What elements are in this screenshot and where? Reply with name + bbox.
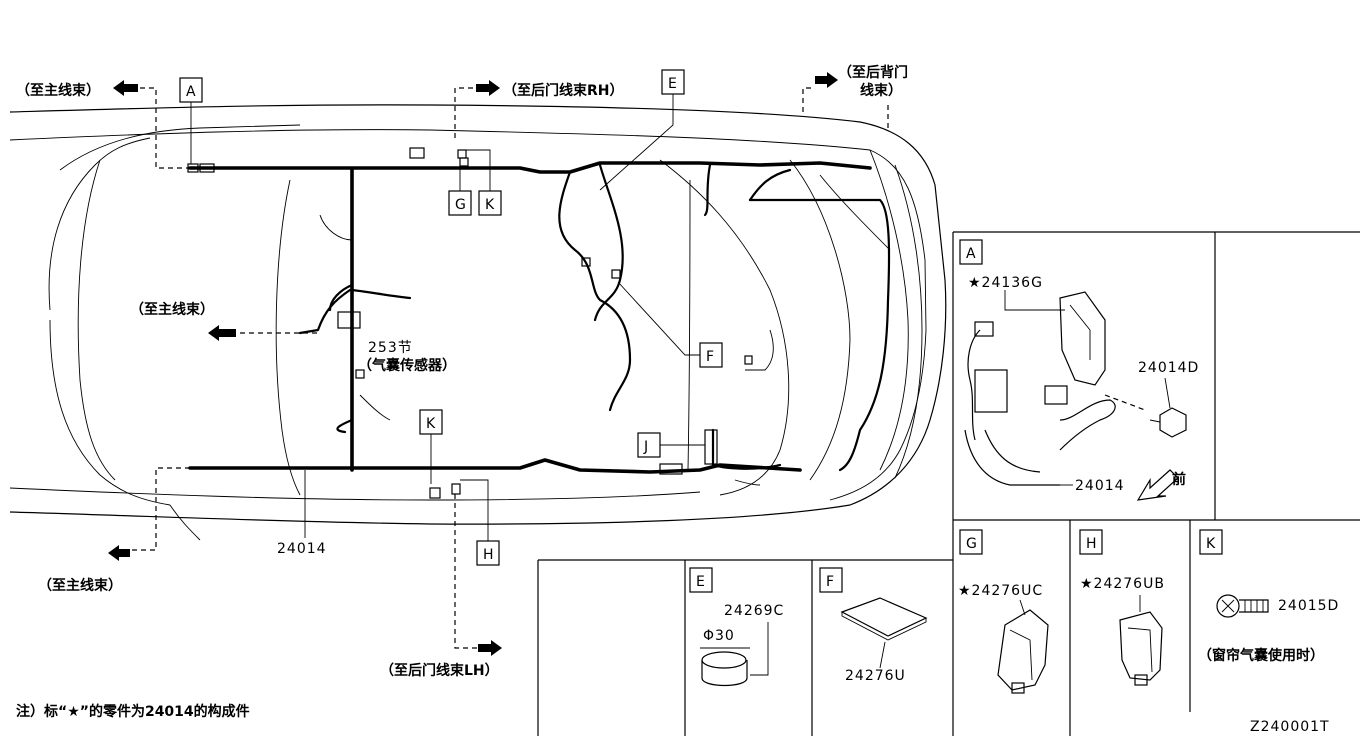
arrow-right-icon [478, 640, 502, 656]
detail-panels-bottom: E 24269C Φ30 F 24276U G ★24276UC H ★2427… [537, 520, 1339, 736]
label-sensor-connector: 253节 [368, 340, 413, 356]
part-number-main-harness: 24014 [277, 541, 327, 557]
detail-panel-a: A ★24136G 24014D 24014 前 [952, 231, 1360, 736]
label-curtain-airbag: （窗帘气囊使用时） [1198, 647, 1324, 664]
label-to-main-bottom: （至主线束） [38, 577, 122, 594]
label-to-back-door-2: 线束） [860, 82, 902, 99]
callout-j: J [643, 439, 648, 455]
detail-k-title: K [1206, 536, 1216, 552]
part-pad-f: 24276U [845, 668, 906, 684]
label-to-main-mid: （至主线束） [130, 301, 214, 318]
callout-k-top: K [485, 197, 495, 213]
diagram-code: Z240001T [1250, 719, 1330, 735]
label-to-rear-door-rh: （至后门线束RH） [503, 82, 624, 99]
part-bracket: ★24136G [968, 275, 1043, 291]
detail-e-title: E [696, 574, 705, 590]
label-airbag-sensor: （气囊传感器） [358, 357, 456, 374]
part-clip-e: 24269C [724, 603, 784, 619]
main-harness [187, 147, 891, 499]
part-bolt-k: 24015D [1278, 598, 1339, 614]
dashed-leaders [130, 87, 1146, 649]
detail-f-title: F [826, 574, 834, 590]
front-direction-arrow-icon [1136, 469, 1179, 501]
callout-a: A [186, 84, 196, 100]
detail-h-title: H [1086, 536, 1097, 552]
footnote: 注）标“★”的零件为24014的构成件 [16, 703, 250, 720]
callout-g: G [455, 197, 466, 213]
arrow-left-icon [113, 80, 138, 96]
detail-a-title: A [966, 246, 976, 262]
part-protector-g: ★24276UC [958, 583, 1043, 599]
bolt-icon [1216, 594, 1240, 618]
car-body-outline [9, 104, 947, 541]
part-bolt-a: 24014D [1138, 360, 1199, 376]
label-to-main-top: （至主线束） [16, 82, 100, 99]
label-front: 前 [1172, 471, 1186, 488]
callout-e: E [668, 76, 677, 92]
arrow-left-icon [108, 545, 130, 561]
callout-f: F [706, 349, 714, 365]
part-harness-a: 24014 [1075, 478, 1125, 494]
callout-h: H [483, 547, 494, 563]
arrow-right-icon [815, 72, 838, 88]
arrow-left-icon [208, 325, 236, 341]
part-protector-h: ★24276UB [1080, 576, 1165, 592]
callouts: A E G K F K J H [179, 69, 723, 566]
callout-k-bottom: K [426, 416, 436, 432]
detail-g-title: G [966, 536, 977, 552]
label-to-back-door-1: （至后背门 [838, 64, 908, 81]
label-to-rear-door-lh: （至后门线束LH） [380, 662, 499, 679]
arrows [108, 72, 838, 656]
diameter-e: Φ30 [703, 628, 735, 644]
arrow-right-icon [476, 80, 500, 96]
